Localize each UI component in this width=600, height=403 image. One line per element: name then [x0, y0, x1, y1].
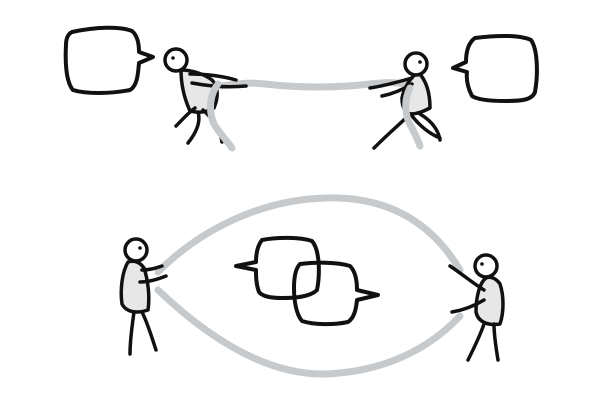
eye-top-right	[418, 60, 422, 64]
figure-top-right	[368, 51, 442, 150]
eye-bottom-right	[480, 262, 484, 266]
speech-bubble-left	[63, 25, 155, 95]
head-bottom-right	[473, 253, 499, 279]
rope-top-right-loop	[402, 84, 424, 150]
rope-top-left-loop	[207, 80, 236, 152]
arms-bottom-left	[138, 264, 168, 284]
head-top-left	[163, 47, 189, 73]
head-top-right	[403, 51, 429, 77]
top-panel-tug-of-war	[63, 25, 539, 152]
eye-bottom-left	[138, 246, 142, 250]
eye-top-left	[171, 56, 175, 60]
legs-bottom-left	[128, 310, 158, 356]
bottom-panel-cooperation	[119, 194, 505, 378]
figure-top-left	[163, 47, 248, 145]
figure-bottom-right	[448, 253, 505, 362]
rope-bottom-upper	[154, 194, 464, 276]
arms-bottom-right	[448, 264, 486, 314]
head-bottom-left	[123, 237, 149, 263]
rope-top-back	[218, 79, 409, 91]
legs-bottom-right	[466, 322, 500, 362]
speech-bubble-middle-right	[292, 260, 380, 327]
speech-bubble-middle-left	[234, 235, 321, 300]
speech-bubble-right	[451, 33, 539, 103]
figure-bottom-left	[119, 237, 168, 356]
rope-bottom-lower	[154, 286, 464, 378]
